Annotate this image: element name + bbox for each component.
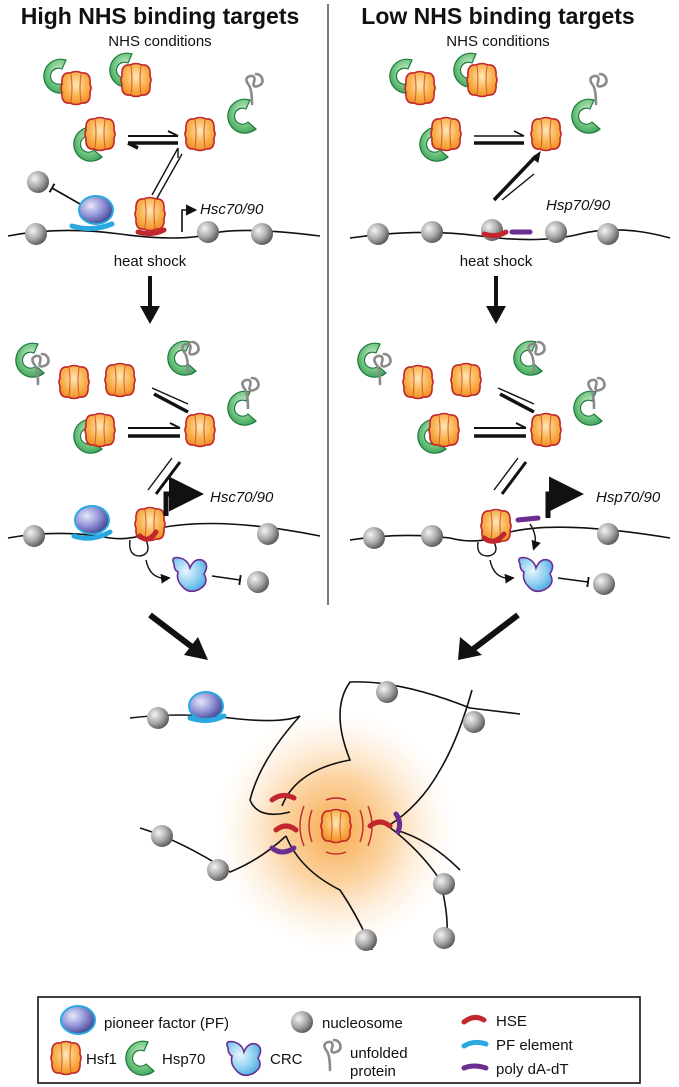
poly-da-dt-icon — [461, 1063, 489, 1071]
right-step-label: heat shock — [460, 253, 533, 270]
legend: pioneer factor (PF) nucleosome HSE PF el… — [37, 996, 641, 1084]
legend-label-hsf1: Hsf1 — [86, 1051, 117, 1068]
right-equilibrium-mid — [474, 387, 535, 495]
left-panel-title: High NHS binding targets — [21, 3, 300, 29]
legend-label-nucleosome: nucleosome — [322, 1015, 403, 1032]
legend-label-crc: CRC — [270, 1051, 303, 1068]
legend-label-pioneer-factor: pioneer factor (PF) — [104, 1015, 229, 1032]
legend-label-hsp70: Hsp70 — [162, 1051, 205, 1068]
left-panel-subtitle: NHS conditions — [108, 33, 211, 50]
left-gene-bottom: Hsc70/90 — [210, 489, 274, 506]
left-gene-top: Hsc70/90 — [200, 201, 264, 218]
pioneer-factor-icon — [60, 1005, 96, 1035]
hsf1-icon — [184, 116, 216, 152]
pf-element-icon — [461, 1039, 489, 1049]
legend-label-protein: protein — [350, 1063, 396, 1080]
legend-label-pf-element: PF element — [496, 1037, 574, 1054]
hse-icon — [461, 1014, 487, 1025]
left-equilibrium-top — [127, 130, 183, 201]
condensate-cluster — [129, 681, 521, 951]
right-top-complexes — [389, 52, 608, 162]
left-top-complexes — [43, 52, 264, 162]
right-gene-top: Hsp70/90 — [546, 197, 611, 214]
right-panel-subtitle: NHS conditions — [446, 33, 549, 50]
legend-label-unfolded: unfolded — [350, 1045, 408, 1062]
left-step-label: heat shock — [114, 253, 187, 270]
right-panel-title: Low NHS binding targets — [361, 3, 634, 29]
hsf1-legend-icon — [50, 1040, 82, 1076]
hsf1-cluster-icon — [320, 808, 352, 844]
right-panel: Low NHS binding targets NHS conditions — [349, 3, 671, 660]
left-panel: High NHS binding targets NHS conditions — [7, 3, 321, 660]
nucleosome-icon — [291, 1011, 313, 1033]
legend-label-hse: HSE — [496, 1013, 527, 1030]
left-equilibrium-mid — [128, 387, 189, 495]
legend-box — [37, 996, 641, 1084]
right-gene-bottom: Hsp70/90 — [596, 489, 661, 506]
right-equilibrium-top — [474, 130, 541, 202]
legend-label-poly-da-dt: poly dA-dT — [496, 1061, 569, 1078]
